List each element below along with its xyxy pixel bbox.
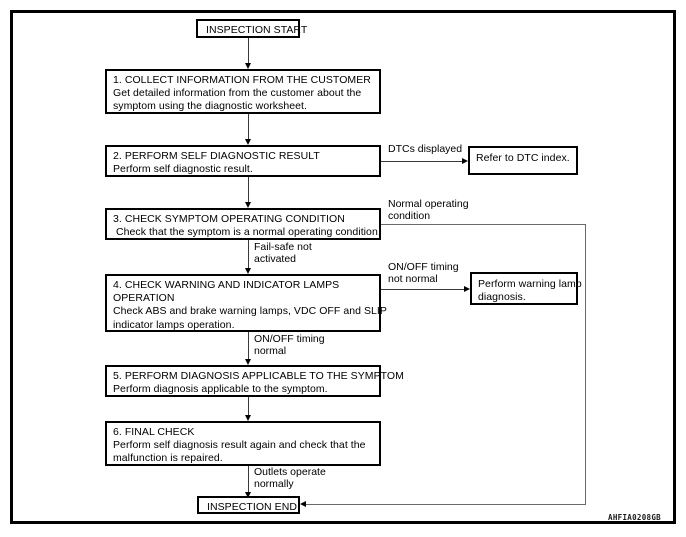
edge-step3-to-step4-arrow <box>244 268 251 274</box>
edge-step1-to-step2-line <box>248 114 249 143</box>
node-step1-heading: 1. COLLECT INFORMATION FROM THE CUSTOMER <box>113 74 371 86</box>
node-step4-body-line-1: Check ABS and brake warning lamps, VDC O… <box>113 305 387 318</box>
node-step5-body-line-1: Perform diagnosis applicable to the symp… <box>113 383 328 396</box>
edge-step4-to-lamp-arrow <box>464 285 470 292</box>
node-step4: 4. CHECK WARNING AND INDICATOR LAMPS OPE… <box>105 274 387 332</box>
node-warning-lamp-diagnosis-body-line-1: Perform warning lamp <box>478 278 582 290</box>
edge-step3-to-end-right-rail <box>585 224 586 505</box>
edge-label-outlets-line-1: Outlets operate <box>254 466 326 478</box>
edge-label-failsafe-line-1: Fail-safe not <box>254 241 312 253</box>
node-step3-heading: 3. CHECK SYMPTOM OPERATING CONDITION <box>113 213 345 225</box>
node-step4-heading: 4. CHECK WARNING AND INDICATOR LAMPS <box>113 279 340 291</box>
edge-label-onoff-normal-line-1: ON/OFF timing <box>254 333 325 345</box>
node-step6-heading: 6. FINAL CHECK <box>113 426 195 438</box>
edge-step6-to-end-arrow <box>244 492 251 498</box>
edge-step3-to-end-bottom-line <box>304 504 586 505</box>
edge-step5-to-step6-line <box>248 397 249 419</box>
edge-step3-to-step4-line <box>248 240 249 272</box>
node-inspection-start: INSPECTION START <box>196 19 308 38</box>
edge-label-onoff-not-normal-line-2: not normal <box>388 273 438 285</box>
edge-step4-to-lamp-line <box>381 289 465 290</box>
node-inspection-start-label: INSPECTION START <box>206 24 308 36</box>
edge-start-to-step1-arrow <box>244 63 251 69</box>
edge-step2-to-dtc-arrow <box>462 157 468 164</box>
edge-start-to-step1-line <box>248 38 249 67</box>
edge-step3-to-end-arrow <box>300 500 306 507</box>
figure-code: AHFIA0208GB <box>608 513 661 522</box>
edge-step1-to-step2-arrow <box>244 139 251 145</box>
edge-step2-to-dtc-line <box>381 161 463 162</box>
edge-step4-to-step5-arrow <box>244 359 251 365</box>
edge-label-onoff-not-normal-line-1: ON/OFF timing <box>388 261 459 273</box>
node-step4-body-line-2: indicator lamps operation. <box>113 318 235 331</box>
edge-label-normal-operating-line-1: Normal operating <box>388 198 469 210</box>
edge-label-onoff-normal-line-2: normal <box>254 345 287 357</box>
node-step6: 6. FINAL CHECK Perform self diagnosis re… <box>105 421 381 466</box>
node-step5-heading: 5. PERFORM DIAGNOSIS APPLICABLE TO THE S… <box>113 370 404 382</box>
edge-label-failsafe-line-2: activated <box>254 253 297 265</box>
node-warning-lamp-diagnosis-body-line-2: diagnosis. <box>478 291 526 304</box>
node-step3: 3. CHECK SYMPTOM OPERATING CONDITION Che… <box>105 208 381 240</box>
node-step1-body-line-1: Get detailed information from the custom… <box>113 87 362 100</box>
node-inspection-end-label: INSPECTION END <box>207 501 297 513</box>
edge-label-normal-operating-line-2: condition <box>388 210 431 222</box>
edge-step2-to-step3-arrow <box>244 202 251 208</box>
edge-label-outlets-line-2: normally <box>254 478 294 490</box>
edge-label-dtcs-displayed: DTCs displayed <box>388 143 463 155</box>
edge-step6-to-end-line <box>248 466 249 496</box>
node-step4-heading-line-2: OPERATION <box>113 292 175 305</box>
node-step1-body-line-2: symptom using the diagnostic worksheet. <box>113 100 307 113</box>
edge-step3-to-end-top-line <box>381 224 586 225</box>
node-dtc-index-body-line-1: Refer to DTC index. <box>476 152 570 164</box>
node-step6-body-line-2: malfunction is repaired. <box>113 452 223 465</box>
node-step3-body-line-1: Check that the symptom is a normal opera… <box>116 226 381 239</box>
edge-step2-to-step3-line <box>248 177 249 206</box>
node-dtc-index: Refer to DTC index. <box>468 146 578 175</box>
node-step1: 1. COLLECT INFORMATION FROM THE CUSTOMER… <box>105 69 381 114</box>
node-warning-lamp-diagnosis: Perform warning lamp diagnosis. <box>470 272 582 305</box>
figure-frame <box>10 10 676 524</box>
node-step2-heading: 2. PERFORM SELF DIAGNOSTIC RESULT <box>113 150 320 162</box>
edge-step4-to-step5-line <box>248 332 249 363</box>
node-inspection-end: INSPECTION END <box>197 496 300 514</box>
edge-step5-to-step6-arrow <box>244 415 251 421</box>
node-step6-body-line-1: Perform self diagnosis result again and … <box>113 439 366 452</box>
node-step2: 2. PERFORM SELF DIAGNOSTIC RESULT Perfor… <box>105 145 381 177</box>
node-step5: 5. PERFORM DIAGNOSIS APPLICABLE TO THE S… <box>105 365 404 397</box>
node-step2-body-line-1: Perform self diagnostic result. <box>113 163 253 176</box>
